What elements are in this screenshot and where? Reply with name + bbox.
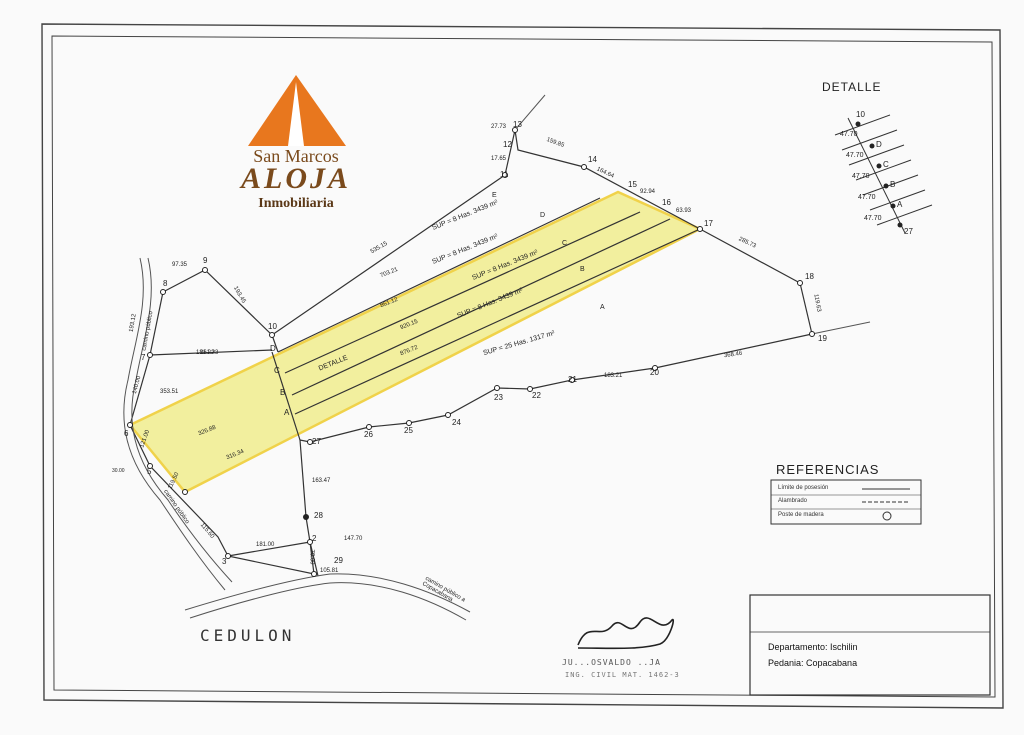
dimension-label: 181.22 [196, 350, 215, 356]
detail-distance: 47.70 [852, 173, 870, 180]
detail-point-label: B [890, 180, 896, 189]
point-label: 20 [650, 368, 659, 377]
point-label: D [270, 344, 276, 353]
logo-line1: San Marcos [253, 146, 339, 166]
legend-post-icon [882, 511, 892, 521]
detail-diagram [834, 114, 933, 234]
detail-points [855, 121, 903, 228]
dimension-label: 181.00 [256, 542, 275, 548]
dimension-label: 30.00 [112, 468, 125, 474]
point-label: C [274, 366, 280, 375]
pedania-text: Pedania: Copacabana [768, 658, 858, 668]
point-label: 15 [628, 180, 637, 189]
point-label: 8 [163, 279, 168, 288]
detail-point-label: A [897, 200, 903, 209]
detail-distance: 47.70 [840, 131, 858, 138]
logo-line3: Inmobiliaria [258, 196, 334, 211]
point-28-marker [303, 514, 309, 520]
point-label: 24 [452, 418, 461, 427]
dimension-label: 92.94 [640, 189, 656, 195]
dimension-label: 105.81 [320, 568, 339, 574]
reference-row: Poste de madera [778, 512, 824, 518]
point-label: B [280, 388, 286, 397]
dimension-label: 97.35 [172, 262, 188, 268]
point-label: 2 [312, 534, 317, 543]
signer-name: JU...OSVALDO ..JA [562, 658, 661, 667]
dimension-label: 17.65 [491, 156, 507, 162]
lote-a-id: A [600, 304, 605, 311]
sheet-border-inner [51, 35, 996, 698]
point-label: 22 [532, 391, 541, 400]
plot-boundaries [129, 129, 813, 577]
lote-e-id: E [492, 192, 497, 199]
dimension-label: 27.73 [491, 124, 507, 130]
dimension-label: 147.70 [344, 536, 363, 542]
logo: San Marcos ALOJA Inmobiliaria [208, 58, 384, 226]
point-label: 6 [124, 429, 129, 438]
point-label: 11 [500, 170, 509, 179]
point-label: 18 [805, 272, 814, 281]
lote-c-id: C [562, 240, 568, 247]
point-label: 9 [203, 256, 208, 265]
detail-point-label: C [883, 160, 889, 169]
dimension-label: 183.21 [604, 373, 623, 379]
dimension-label: 353.51 [160, 389, 179, 395]
dimension-label: 63.93 [676, 208, 692, 214]
reference-row: Alambrado [778, 498, 808, 504]
point-label: A [284, 408, 290, 417]
point-label: 10 [268, 322, 277, 331]
roads [123, 94, 871, 621]
point-label: 25 [404, 426, 413, 435]
detail-title: DETALLE [822, 80, 882, 94]
point-label: 13 [513, 120, 522, 129]
survey-points [127, 127, 815, 577]
detail-distance: 47.70 [864, 215, 882, 222]
lote-d-id: D [540, 212, 546, 219]
point-label: 29 [334, 556, 343, 565]
signature-icon [577, 617, 675, 650]
point-label: 5 [147, 467, 152, 476]
references-title: REFERENCIAS [776, 462, 880, 477]
detail-distance: 47.70 [846, 152, 864, 159]
point-label: 7 [141, 353, 146, 362]
dimension-label: 70.00 [308, 549, 315, 565]
point-label: 19 [818, 334, 827, 343]
point-label: 17 [704, 219, 713, 228]
detail-point-label: 27 [904, 227, 913, 236]
sheet-border-outer [41, 23, 1004, 709]
departamento-text: Departamento: Ischilin [768, 642, 858, 652]
info-box [749, 594, 991, 696]
point-label: 3 [222, 557, 227, 566]
point-label: 14 [588, 155, 597, 164]
point-label: 23 [494, 393, 503, 402]
point-label: 28 [314, 511, 323, 520]
point-label: 16 [662, 198, 671, 207]
detail-point-label: D [876, 140, 882, 149]
dimension-label: 261.23 [200, 350, 219, 356]
logo-line2: ALOJA [240, 162, 351, 195]
signer-registration: ING. CIVIL MAT. 1462-3 [565, 671, 680, 679]
point-label: 26 [364, 430, 373, 439]
references-box [770, 479, 922, 525]
logo-mark-icon [248, 75, 346, 146]
cedulon-stamp: CEDULON [200, 626, 296, 645]
lote-b-id: B [580, 266, 585, 273]
reference-row: Límite de posesión [778, 485, 829, 491]
detail-distance: 47.70 [858, 194, 876, 201]
point-label: 27 [312, 437, 321, 446]
point-label: 21 [568, 375, 577, 384]
dimension-label: 163.47 [312, 478, 331, 484]
point-label: 12 [503, 140, 512, 149]
detail-point-label: 10 [856, 110, 865, 119]
